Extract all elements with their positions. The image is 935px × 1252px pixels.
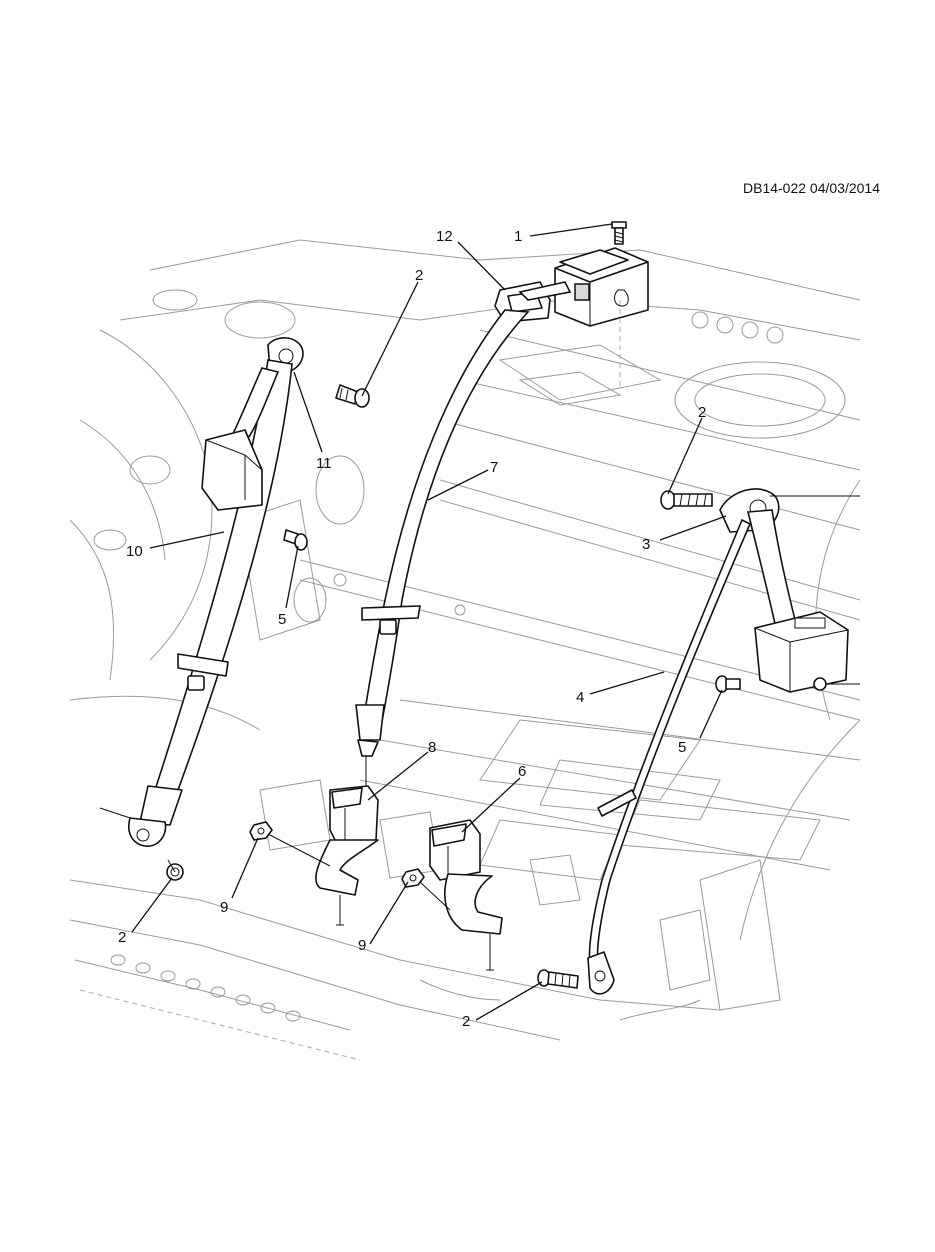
callout-2: 2	[462, 1013, 470, 1030]
vehicle-body-background	[69, 239, 861, 1061]
callout-8: 8	[428, 739, 436, 756]
screw-1	[611, 221, 627, 245]
retractor-screw-right	[715, 675, 741, 693]
anchor-bolt-lower-right	[537, 969, 579, 989]
left-belt-assembly	[99, 337, 370, 881]
callout-4: 4	[576, 689, 584, 706]
callout-10: 10	[126, 543, 143, 560]
callout-2: 2	[415, 267, 423, 284]
anchor-bolt-lower-left	[166, 859, 184, 881]
anchor-bolt-upper-right	[660, 490, 713, 510]
callout-11: 11	[316, 455, 332, 472]
callout-labels: 1 12 2 11 7 2 3 10 5 4 5 8 6 9 9 2 2	[118, 228, 706, 1030]
callout-9: 9	[220, 899, 228, 916]
callout-1: 1	[514, 228, 522, 245]
retractor-screw-left	[283, 529, 308, 551]
nut-9-left	[249, 821, 331, 867]
sill-hole-row	[110, 954, 301, 1022]
callout-3: 3	[642, 536, 650, 553]
callout-5: 5	[678, 739, 686, 756]
center-belt-webbing	[355, 309, 530, 792]
callout-5: 5	[278, 611, 286, 628]
buckle-assembly-8	[315, 785, 379, 926]
callout-2: 2	[118, 929, 126, 946]
buckle-assembly-6	[429, 819, 503, 971]
callout-2: 2	[698, 404, 706, 421]
callout-6: 6	[518, 763, 526, 780]
document-id-date: DB14-022 04/03/2014	[743, 180, 880, 196]
anchor-bolt-upper-left	[335, 384, 370, 408]
callout-7: 7	[490, 459, 498, 476]
callout-12: 12	[436, 228, 453, 245]
right-belt-assembly	[537, 488, 860, 995]
callout-9: 9	[358, 937, 366, 954]
leader-lines	[131, 223, 727, 1021]
